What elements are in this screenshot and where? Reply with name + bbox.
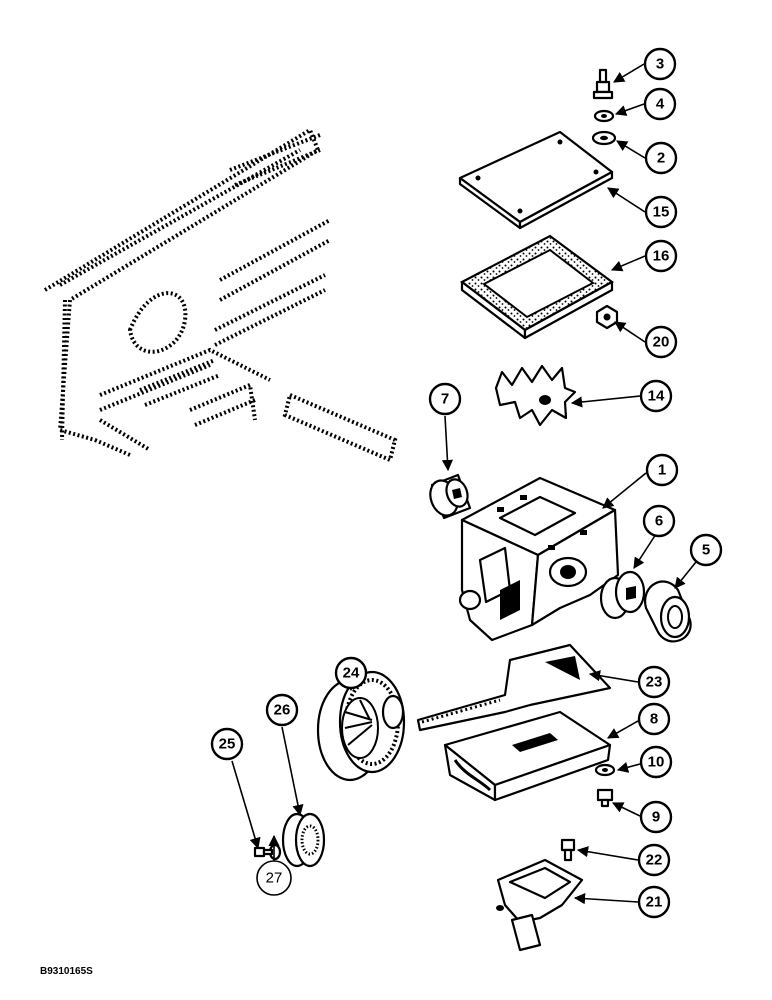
callout-5: 5 [689,533,723,567]
housing-outline [43,127,398,463]
callout-10: 10 [639,745,673,779]
svg-text:27: 27 [266,870,283,887]
bolt-part-22 [560,838,576,862]
callout-20: 20 [644,325,678,359]
svg-text:10: 10 [648,754,665,771]
svg-text:1: 1 [658,462,666,479]
svg-text:3: 3 [656,56,664,73]
svg-text:14: 14 [648,388,665,405]
washer-part-4 [593,109,615,123]
svg-text:25: 25 [219,736,236,753]
nut-part-20 [595,304,619,330]
seal-part-6 [599,570,646,620]
svg-text:6: 6 [655,513,663,530]
svg-text:23: 23 [646,674,663,691]
callout-21: 21 [637,885,671,919]
bolt-part-3 [592,68,614,100]
callout-14: 14 [639,379,673,413]
collar-part-5 [643,580,692,643]
svg-text:7: 7 [441,391,449,408]
gearbox-housing-part-1 [458,476,620,642]
svg-text:4: 4 [656,96,665,113]
callout-15: 15 [644,195,678,229]
svg-text:16: 16 [653,248,670,265]
callout-22: 22 [637,843,671,877]
cover-plate-part-15 [458,130,614,230]
bolt-part-9 [596,788,614,808]
callout-26: 26 [265,693,299,727]
callout-3: 3 [643,47,677,81]
callout-2: 2 [644,141,678,175]
plate-part-8 [443,710,612,802]
svg-text:20: 20 [653,334,670,351]
callout-25: 25 [210,727,244,761]
impeller-part-14 [494,364,577,427]
svg-text:26: 26 [274,702,291,719]
svg-text:2: 2 [657,150,665,167]
leader-lines [231,63,701,905]
drawing-code: B9310165S [40,966,93,977]
svg-text:15: 15 [653,204,670,221]
bearing-part-26 [281,812,326,868]
washer-part-10 [594,763,616,777]
callout-9: 9 [639,800,673,834]
callout-24: 24 [334,656,368,690]
washer-part-2 [591,130,617,146]
bushing-part-7 [429,473,472,520]
svg-text:5: 5 [702,542,710,559]
callout-6: 6 [642,504,676,538]
screw-part-25 [253,846,274,858]
callout-7: 7 [428,382,462,416]
chute-part-21 [496,858,584,952]
svg-text:24: 24 [343,665,360,682]
svg-text:21: 21 [646,894,663,911]
callout-27: 27 [256,860,292,896]
callout-4: 4 [643,87,677,121]
gasket-part-16 [459,234,615,340]
callout-1: 1 [645,453,679,487]
callout-16: 16 [644,239,678,273]
svg-text:8: 8 [650,711,658,728]
callout-8: 8 [637,702,671,736]
svg-text:22: 22 [646,852,663,869]
svg-text:9: 9 [652,809,660,826]
gear-part-24 [316,670,406,782]
callout-23: 23 [637,665,671,699]
shift-arm-part-23 [416,643,612,732]
